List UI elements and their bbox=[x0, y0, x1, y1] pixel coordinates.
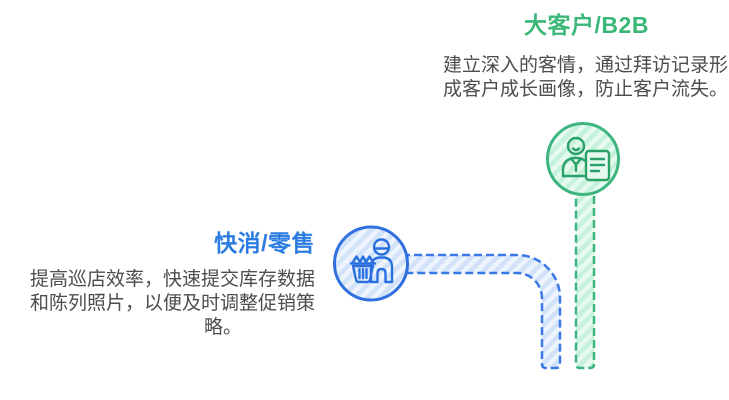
b2b-section: 大客户/B2B 建立深入的客情，通过拜访记录形 成客户成长画像，防止客户流失。 bbox=[443, 10, 729, 102]
b2b-title: 大客户/B2B bbox=[524, 12, 649, 38]
retail-description-line: 提高巡店效率，快速提交库存数据 bbox=[29, 269, 315, 290]
b2b-description-line: 建立深入的客情，通过拜访记录形 bbox=[443, 55, 729, 76]
retail-title: 快消/零售 bbox=[214, 230, 315, 256]
basket-person-icon bbox=[349, 238, 394, 284]
person-with-badge-icon bbox=[561, 136, 611, 182]
retail-description-line: 略。 bbox=[203, 317, 242, 338]
retail-description-line: 和陈列照片，以便及时调整促销策 bbox=[29, 293, 315, 314]
retail-description: 提高巡店效率，快速提交库存数据 和陈列照片，以便及时调整促销策 略。 bbox=[12, 268, 315, 340]
b2b-description: 建立深入的客情，通过拜访记录形 成客户成长画像，防止客户流失。 bbox=[443, 54, 729, 102]
retail-pipe bbox=[400, 253, 562, 370]
b2b-pipe bbox=[574, 188, 596, 370]
retail-section: 快消/零售 提高巡店效率，快速提交库存数据 和陈列照片，以便及时调整促销策 略。 bbox=[12, 228, 315, 340]
b2b-description-line: 成客户成长画像，防止客户流失。 bbox=[443, 79, 729, 100]
